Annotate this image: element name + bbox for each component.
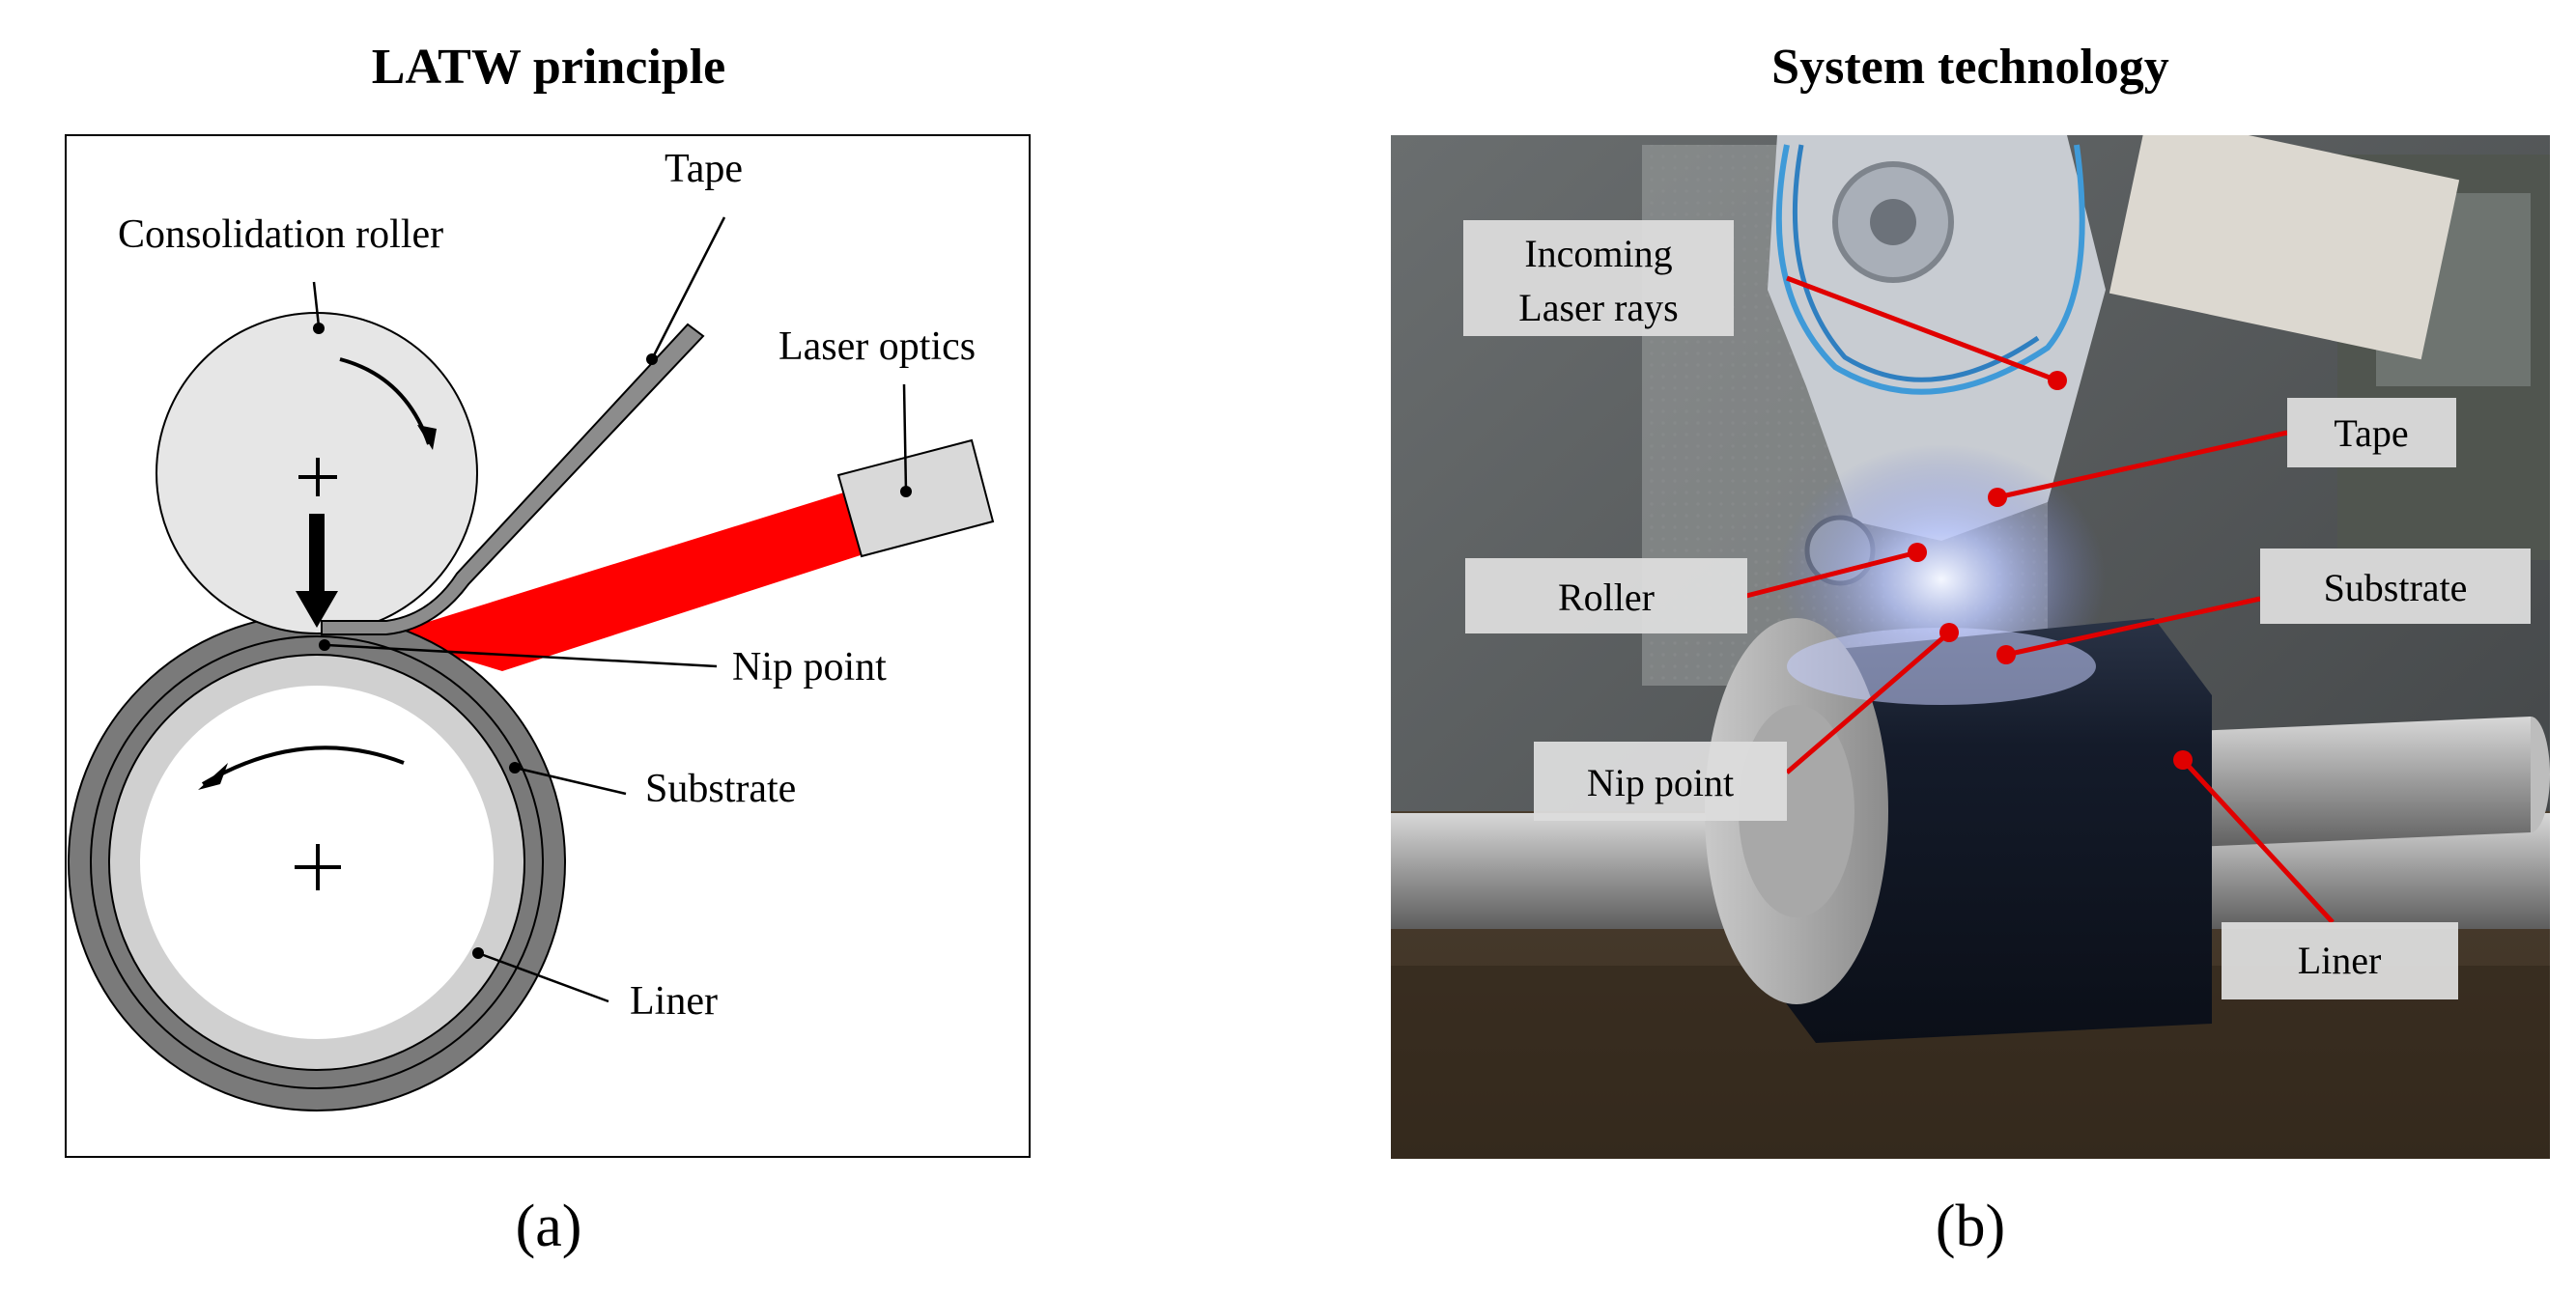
panel-b-photo: Incoming Laser rays Tape Roller Substrat… xyxy=(1391,135,2550,1159)
panel-b-title: System technology xyxy=(1771,40,2169,95)
panel-a-diagram: Consolidation roller Tape Laser optics N… xyxy=(65,134,1031,1158)
dot-substrate-b xyxy=(1996,645,2016,664)
box-substrate-b xyxy=(2260,549,2531,624)
dot-liner xyxy=(472,947,484,959)
label-tape-b: Tape xyxy=(2334,411,2408,455)
leader-tape-b xyxy=(1996,430,2288,500)
tape-strip xyxy=(321,323,705,635)
box-liner-b xyxy=(2222,922,2458,999)
box-incoming-laser xyxy=(1463,220,1734,336)
leader-substrate xyxy=(514,766,627,796)
roller-rotation-arrowhead xyxy=(417,425,437,450)
dot-incoming-laser xyxy=(2048,371,2067,390)
panel-b-caption: (b) xyxy=(1935,1194,2006,1259)
dot-roller xyxy=(1908,543,1927,562)
laser-optics-housing xyxy=(2109,135,2460,360)
label-consolidation-roller: Consolidation roller xyxy=(118,212,443,257)
panel-a-caption: (a) xyxy=(515,1194,582,1259)
dot-nip-point xyxy=(319,639,330,651)
box-tape-b xyxy=(2287,398,2456,467)
leader-tape xyxy=(650,216,726,360)
leader-consolidation-roller xyxy=(312,281,321,327)
laser-optics-box xyxy=(836,438,995,558)
label-substrate-a: Substrate xyxy=(645,767,796,811)
leader-roller xyxy=(1745,549,1918,599)
label-nip-point-a: Nip point xyxy=(732,645,887,689)
leader-nip-point-b xyxy=(1785,631,1951,774)
label-liner-a: Liner xyxy=(630,979,718,1024)
leader-substrate-b xyxy=(2005,596,2261,658)
label-nip-point-b: Nip point xyxy=(1587,761,1734,804)
dot-tape-b xyxy=(1988,488,2007,507)
dot-nip-point-b xyxy=(1939,623,1959,642)
dot-liner-b xyxy=(2173,750,2193,770)
force-arrow-shaft xyxy=(309,514,325,593)
laser-beam xyxy=(384,491,869,671)
leader-incoming-laser xyxy=(1786,275,2058,383)
label-liner-b: Liner xyxy=(2298,939,2382,982)
leader-laser-optics xyxy=(902,383,908,492)
label-substrate-b: Substrate xyxy=(2324,566,2468,609)
label-tape-a: Tape xyxy=(665,147,743,191)
leader-nip-point xyxy=(326,643,718,668)
drum-rotation-arrow xyxy=(201,745,405,786)
dot-consolidation-roller xyxy=(313,323,325,334)
label-incoming-line2: Laser rays xyxy=(1518,286,1678,329)
label-incoming-line1: Incoming xyxy=(1524,232,1672,275)
label-roller: Roller xyxy=(1558,576,1655,619)
dot-laser-optics xyxy=(900,486,912,497)
leader-liner-b xyxy=(2181,758,2335,924)
label-laser-optics: Laser optics xyxy=(778,324,976,369)
box-roller xyxy=(1465,558,1747,633)
leader-liner xyxy=(477,951,609,1003)
panel-a-title: LATW principle xyxy=(371,40,726,95)
drum-rotation-arrowhead xyxy=(198,763,228,790)
dot-substrate xyxy=(509,762,521,774)
blue-hose xyxy=(1775,144,2085,395)
force-arrow-head xyxy=(296,591,338,628)
dot-tape xyxy=(646,353,658,365)
box-nip-point-b xyxy=(1534,742,1787,821)
